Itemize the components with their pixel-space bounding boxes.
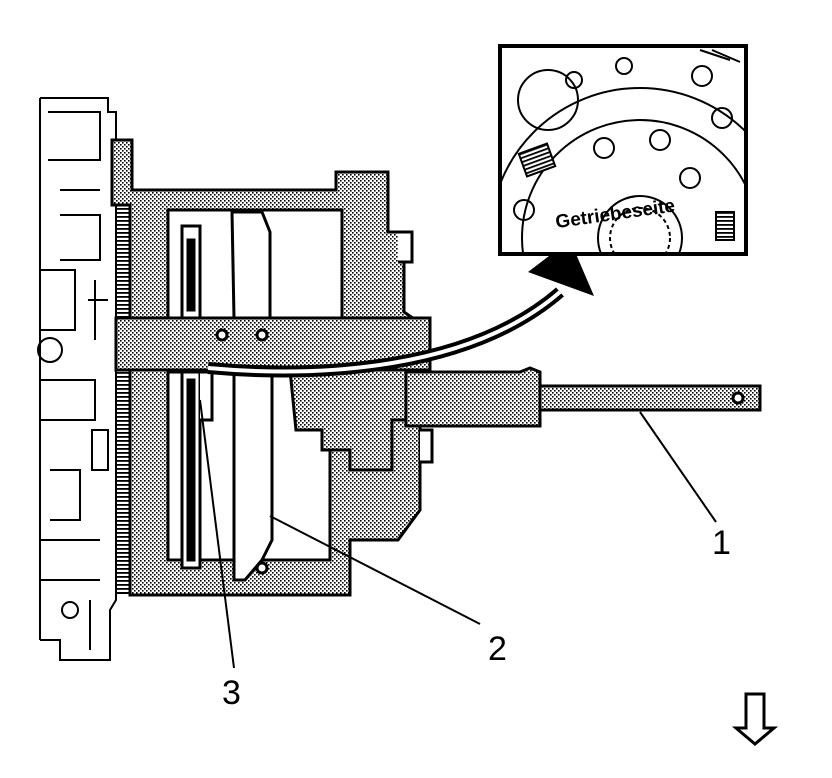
callout-1: 1 (712, 524, 731, 562)
leader-line-3 (199, 399, 235, 669)
flywheel-ring-gear (115, 204, 131, 594)
pressure-plate (230, 210, 274, 582)
leader-line-1 (639, 411, 717, 523)
detail-inset: Getriebeseite (498, 44, 748, 256)
callout-2: 2 (488, 630, 507, 668)
callout-3: 3 (222, 674, 241, 712)
down-arrow-icon (731, 692, 779, 746)
clutch-alignment-tool (404, 366, 762, 428)
leader-lines (199, 399, 717, 669)
engine-block (37, 97, 117, 661)
clutch-disc (180, 224, 214, 570)
detail-arrow (207, 240, 594, 378)
leader-line-2 (269, 515, 481, 625)
